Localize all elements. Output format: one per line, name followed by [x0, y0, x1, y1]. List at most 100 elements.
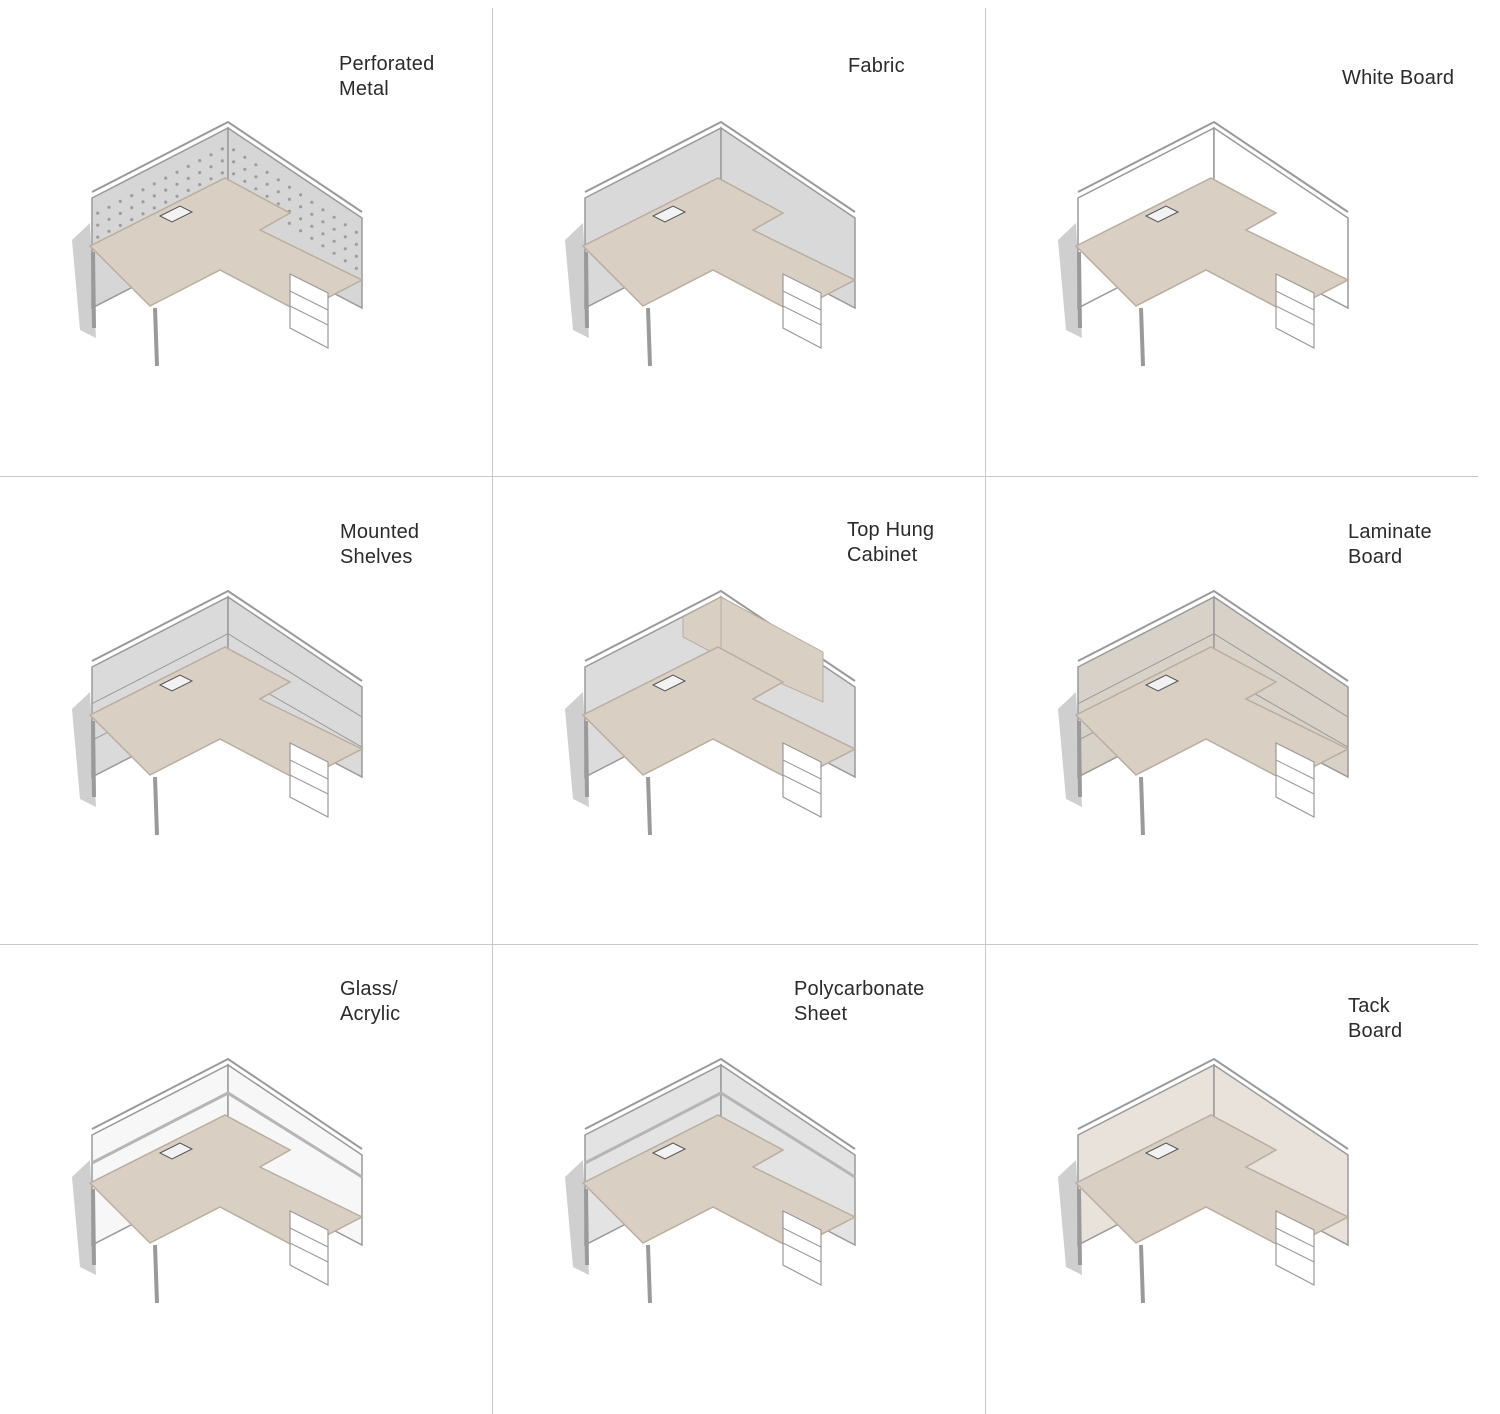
perforation-dot	[310, 212, 314, 216]
perforation-dot	[332, 251, 336, 255]
drawer-line	[782, 305, 822, 326]
floor-shadow	[565, 1160, 589, 1275]
panel-tile-line	[1077, 633, 1215, 705]
panel-leg	[584, 1188, 589, 1266]
perforation-dot	[186, 188, 190, 192]
option-label: Glass/Acrylic	[340, 978, 401, 1025]
floor-shadow	[565, 223, 589, 338]
panel-top-rail	[91, 120, 363, 213]
drawer-line	[782, 774, 822, 795]
panel-tile-line	[1213, 633, 1349, 718]
drawer-line	[1275, 774, 1315, 795]
perforation-dot	[254, 187, 258, 191]
perforation-dot	[152, 182, 156, 186]
perforation-dot	[96, 223, 100, 227]
perforation-dot	[175, 182, 179, 186]
workstation-illustration	[1058, 120, 1350, 367]
perforation-dot	[321, 208, 325, 212]
drawer-line	[1275, 1242, 1315, 1263]
perforation-dot	[287, 197, 291, 201]
perforation-dot	[299, 193, 303, 197]
cable-grommet	[1144, 1142, 1180, 1160]
perforation-dot	[310, 200, 314, 204]
desk-group	[1058, 1057, 1350, 1304]
workstation-illustration	[565, 120, 857, 367]
desk-group	[1058, 589, 1350, 836]
floor-shadow	[1058, 692, 1082, 807]
drawer-line	[289, 774, 329, 795]
perforation-dot	[354, 230, 358, 234]
panel-leg	[1077, 251, 1082, 329]
desk-leg	[646, 307, 652, 367]
perforation-dot	[141, 200, 145, 204]
perforation-dot	[164, 176, 168, 180]
cable-grommet	[651, 1142, 687, 1160]
panel-tile-line	[227, 633, 363, 718]
panel-top-rail	[91, 1057, 363, 1150]
perforation-dot	[198, 183, 202, 187]
perforation-dot	[265, 170, 269, 174]
perforation-dot	[107, 217, 111, 221]
panel-top-rail	[1077, 589, 1349, 682]
pedestal-cabinet	[1275, 273, 1315, 349]
perforation-dot	[354, 254, 358, 258]
panel-leg	[584, 720, 589, 798]
option-label: Fabric	[848, 55, 905, 77]
perforation-dot	[232, 160, 236, 164]
perforation-dot	[118, 223, 122, 227]
perforation-dot	[107, 205, 111, 209]
floor-shadow	[1058, 1160, 1082, 1275]
panel-leg	[91, 251, 96, 329]
workstation-illustration	[72, 120, 364, 367]
perforation-dot	[220, 159, 224, 163]
desk-group	[565, 589, 857, 836]
drawer-line	[289, 759, 329, 780]
desk-leg	[153, 1244, 159, 1304]
desk-group	[565, 120, 857, 367]
drawer-line	[289, 305, 329, 326]
panel-leg	[91, 720, 96, 798]
cable-grommet	[1144, 205, 1180, 223]
desk-group	[72, 120, 364, 367]
panel-top-rail	[91, 589, 363, 682]
perforation-dot	[299, 229, 303, 233]
panel-leg	[91, 1188, 96, 1266]
drawer-line	[1275, 1227, 1315, 1248]
perforation-dot	[164, 200, 168, 204]
perforation-dot	[130, 218, 134, 222]
perforation-dot	[332, 215, 336, 219]
cable-grommet	[158, 1142, 194, 1160]
cable-grommet	[651, 205, 687, 223]
pedestal-cabinet	[289, 742, 329, 818]
perforation-dot	[343, 247, 347, 251]
perforation-dot	[198, 171, 202, 175]
perforation-dot	[265, 182, 269, 186]
workstation-illustration	[565, 589, 857, 836]
perforation-dot	[254, 163, 258, 167]
perforation-dot	[186, 164, 190, 168]
perforation-dot	[141, 188, 145, 192]
perforation-dot	[343, 259, 347, 263]
grid-divider-vertical-1	[492, 8, 493, 1414]
workstation-illustration	[72, 1057, 364, 1304]
drawer-line	[782, 759, 822, 780]
perforation-dot	[130, 194, 134, 198]
perforation-dot	[96, 235, 100, 239]
perforation-dot	[321, 220, 325, 224]
option-cell-white-board: White Board	[986, 8, 1478, 476]
option-label: White Board	[1342, 67, 1455, 89]
perforation-dot	[276, 202, 280, 206]
pedestal-cabinet	[782, 273, 822, 349]
perforation-dot	[118, 211, 122, 215]
drawer-line	[782, 1242, 822, 1263]
desk-group	[1058, 120, 1350, 367]
perforation-dot	[209, 165, 213, 169]
desk-group	[72, 589, 364, 836]
panel-top-rail	[1077, 1057, 1349, 1150]
perforation-dot	[276, 178, 280, 182]
perforation-dot	[343, 235, 347, 239]
perforation-dot	[310, 236, 314, 240]
